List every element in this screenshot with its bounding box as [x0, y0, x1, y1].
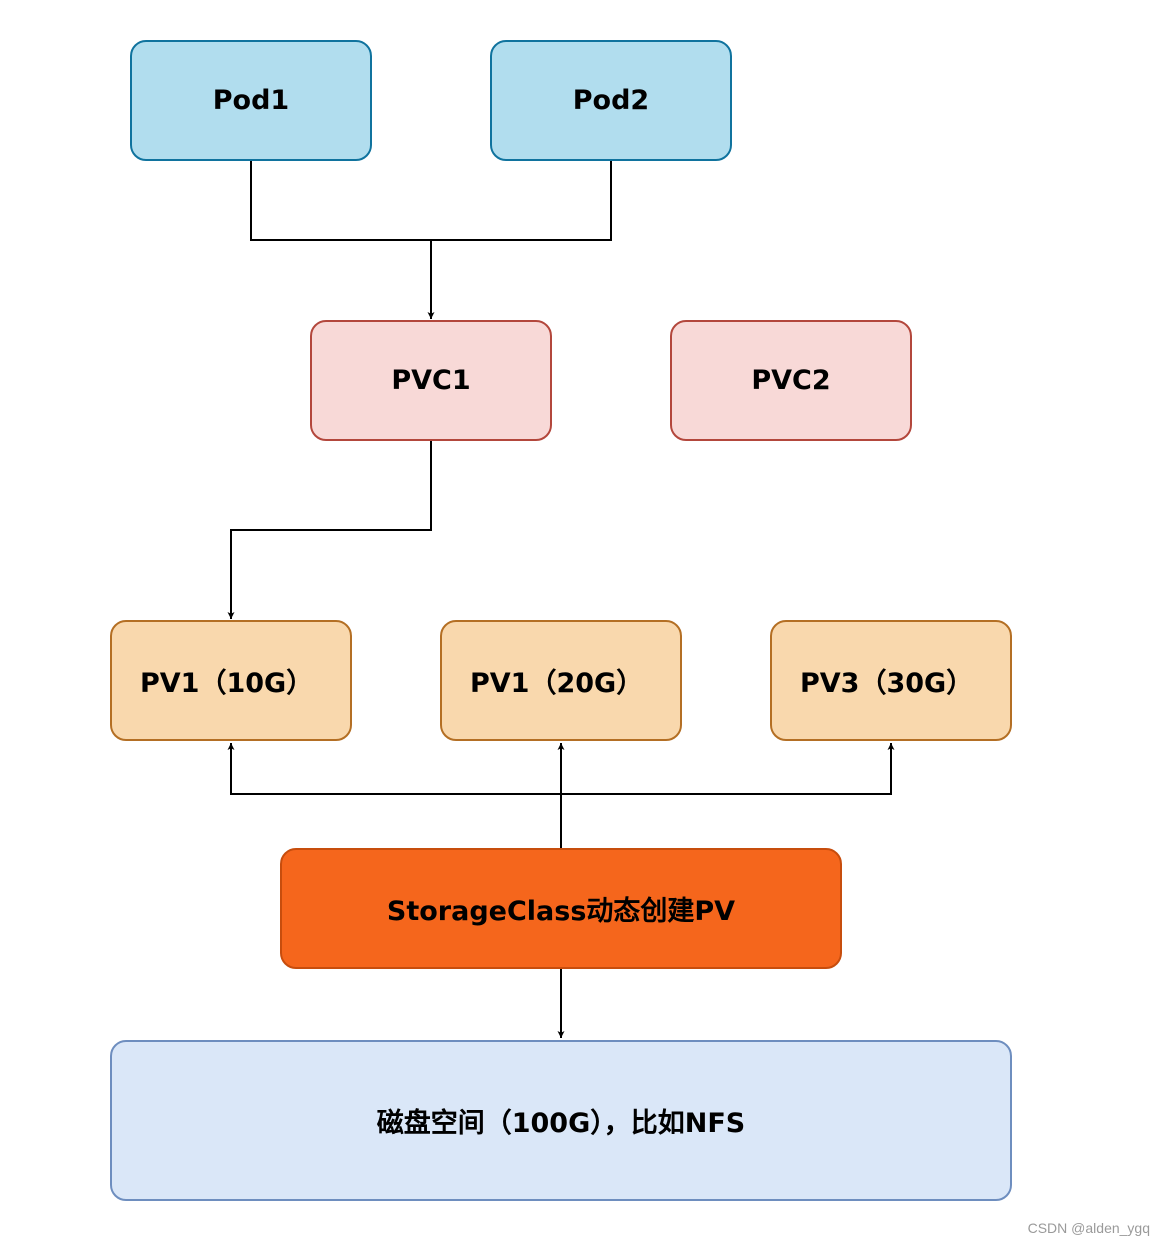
disk-node: 磁盘空间（100G），比如NFS [110, 1040, 1012, 1201]
pv1-node: PV1（10G） [110, 620, 352, 741]
pv3-label: PV3（30G） [800, 668, 974, 699]
watermark: CSDN @alden_ygq [1027, 1220, 1150, 1236]
pvc1-label: PVC1 [391, 365, 471, 396]
storageclass-label: StorageClass动态创建PV [386, 896, 736, 927]
edge-pvc1-to-pv1 [227, 441, 432, 619]
storageclass-node: StorageClass动态创建PV [280, 848, 842, 969]
pvc2-label: PVC2 [751, 365, 831, 396]
edge-pod1-to-pvc1 [250, 161, 435, 319]
disk-label: 磁盘空间（100G），比如NFS [376, 1108, 746, 1139]
edge-pod2-to-pvc1 [431, 161, 612, 241]
pvc1-node: PVC1 [310, 320, 552, 441]
pv2-label: PV1（20G） [470, 668, 644, 699]
pv2-node: PV1（20G） [440, 620, 682, 741]
pod2-label: Pod2 [572, 85, 650, 116]
pv1-label: PV1（10G） [140, 668, 314, 699]
pv3-node: PV3（30G） [770, 620, 1012, 741]
pod1-node: Pod1 [130, 40, 372, 161]
pod1-label: Pod1 [212, 85, 290, 116]
pvc2-node: PVC2 [670, 320, 912, 441]
pod2-node: Pod2 [490, 40, 732, 161]
edge-sc-to-pv1 [227, 743, 561, 795]
edge-sc-to-pv3 [561, 743, 895, 795]
